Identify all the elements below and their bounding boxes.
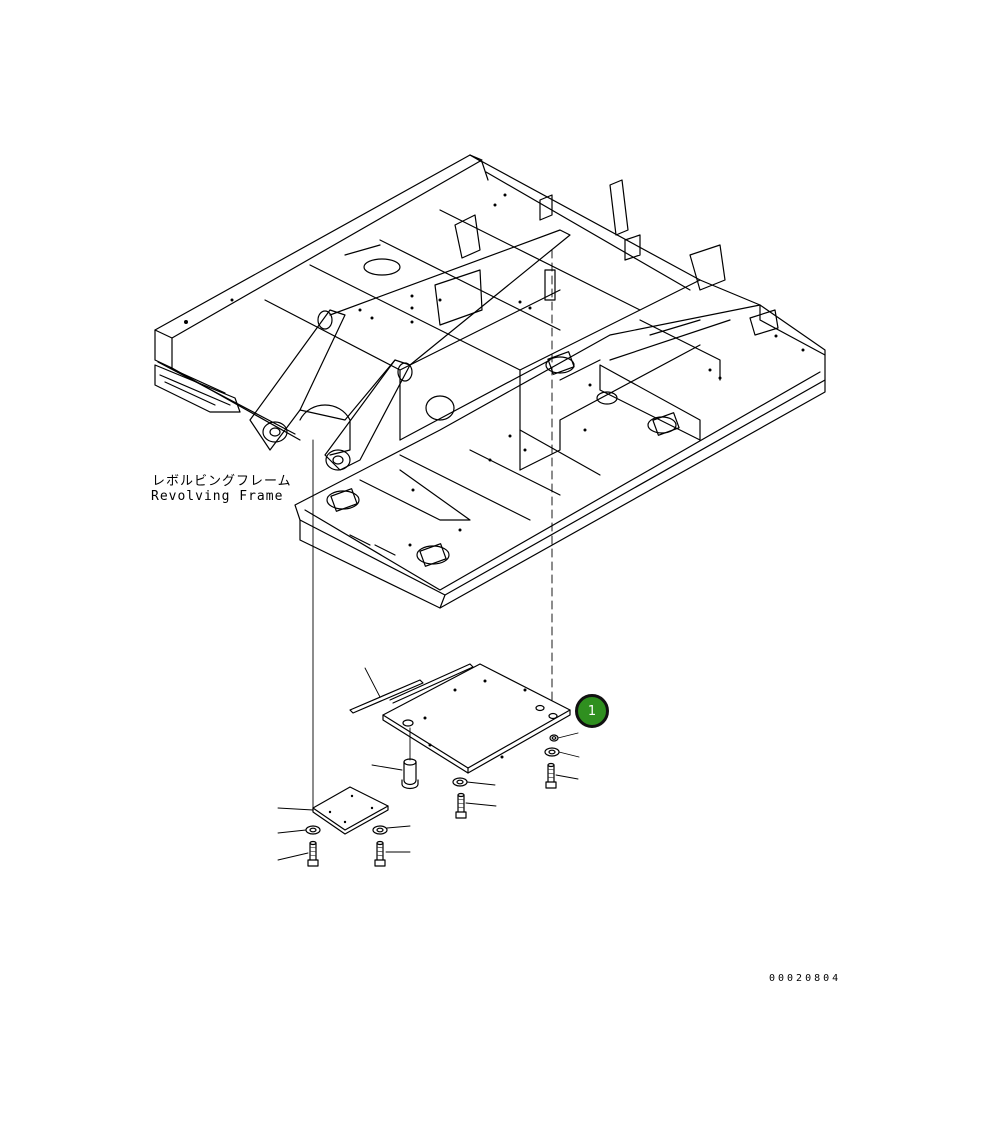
revolving-frame [154, 154, 826, 609]
frame-label-japanese: レボルビングフレーム [152, 474, 292, 489]
alignment-lines [312, 249, 553, 809]
part-callout-1[interactable]: 1 [575, 694, 609, 728]
frame-label-english: Revolving Frame [151, 489, 284, 504]
cover-plate [382, 663, 571, 769]
part-leaders [277, 667, 580, 861]
part-callout-number: 1 [587, 703, 597, 719]
cover-assembly [277, 663, 580, 867]
small-cover-plate [312, 786, 389, 831]
drawing-code: 00020804 [769, 973, 842, 984]
bolts [307, 762, 557, 867]
